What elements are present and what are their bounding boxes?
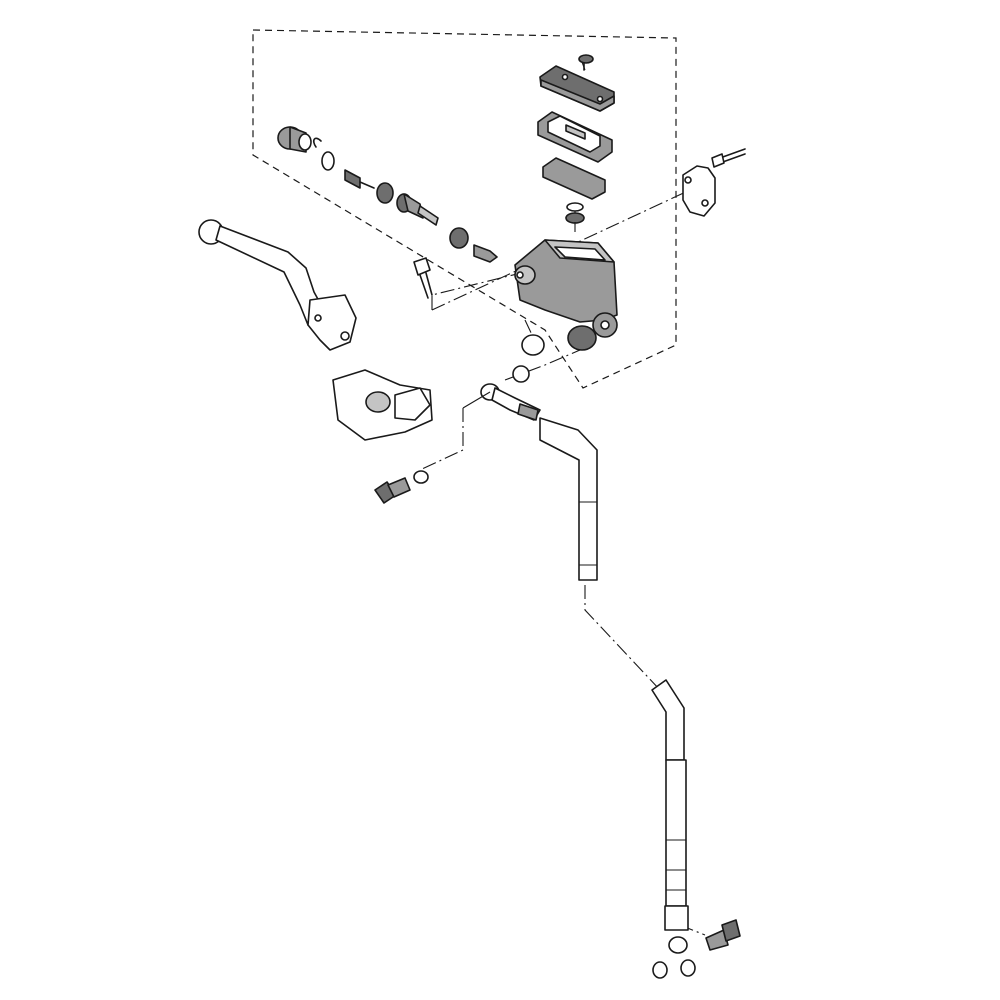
- piston-kit: [277, 126, 498, 263]
- handlebar-clamp: [332, 369, 433, 441]
- master-cylinder-body: [514, 239, 618, 351]
- reservoir-cover: [539, 65, 615, 112]
- protector-bolt: [711, 148, 746, 168]
- banjo-bolt-lower: [705, 919, 741, 951]
- sealing-washer: [512, 334, 545, 383]
- lever-pivot-bolt: [413, 257, 433, 299]
- diaphragm: [542, 157, 606, 200]
- hose-connection-lines: [462, 391, 491, 409]
- brake-lever: [198, 219, 357, 351]
- assembly-boundary: [252, 29, 677, 389]
- clamp-bolt: [374, 470, 429, 504]
- body-screw: [565, 202, 585, 232]
- reservoir-protector: [682, 165, 716, 217]
- lower-sealing-washers: [652, 959, 696, 979]
- brake-hose: [480, 383, 689, 954]
- diaphragm-plate: [537, 111, 613, 163]
- cover-screw: [578, 54, 594, 71]
